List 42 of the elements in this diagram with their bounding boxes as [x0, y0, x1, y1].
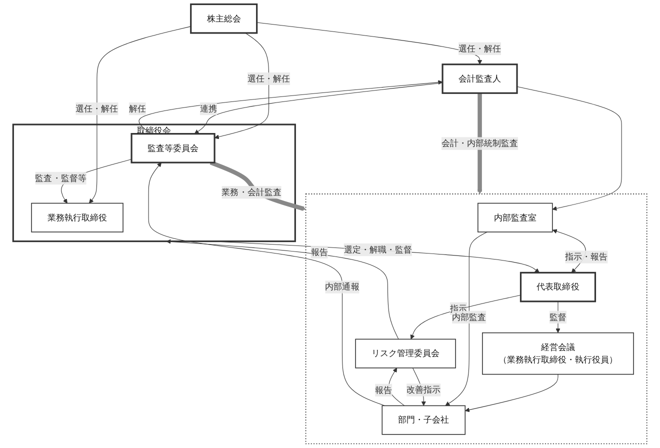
arrow [410, 294, 521, 340]
edge-label: 選任・解任 [248, 73, 290, 84]
edge-label: 指示 [450, 303, 468, 314]
edge-label: 監督 [549, 312, 567, 322]
node-box: 業務執行取締役 [31, 202, 124, 232]
edge-label: 選任・解任 [458, 43, 502, 54]
edge-label: 選定・解職・監督 [344, 244, 412, 255]
arrow [516, 86, 622, 211]
node-box: 株主総会 [190, 3, 258, 34]
arrow [214, 32, 270, 140]
arrow [256, 22, 482, 65]
arrow [477, 93, 482, 194]
arrow [194, 82, 443, 134]
node-box: 経営会議 （業務執行取締役・執行役員） [482, 332, 634, 375]
arrow [138, 80, 443, 134]
arrow [148, 162, 385, 406]
edge-label: 解任 [128, 103, 146, 114]
node-box: 代表取締役 [520, 272, 596, 302]
cluster [305, 194, 648, 444]
edge-label: 内部通報 [325, 282, 360, 292]
node-box: 内部監査室 [478, 202, 553, 232]
node-box: 監査等委員会 [130, 133, 216, 164]
node-box: 部門・子会社 [382, 405, 466, 435]
edge-label: 報告 [375, 384, 392, 395]
arrow [556, 301, 560, 334]
node-box: リスク管理委員会 [355, 338, 456, 368]
arrow [210, 160, 306, 211]
arrow [388, 368, 405, 406]
edge-label: 監査・監督等 [35, 172, 86, 184]
node-box: 会計監査人 [442, 64, 518, 94]
arrow [166, 239, 399, 340]
arrow [464, 374, 558, 412]
arrow [445, 232, 488, 406]
edge-label: 指示・報告 [565, 252, 608, 262]
edge-label: 連携 [200, 103, 217, 114]
arrow [89, 26, 192, 204]
edge-label: 選任・解任 [76, 103, 118, 114]
edge-label: 会計・内部統制監査 [441, 138, 518, 148]
edge-label: 報告 [310, 246, 328, 257]
edge-label: 改善指示 [406, 384, 441, 395]
edge-label: 内部監査 [452, 312, 486, 322]
edge-label: 業務・会計監査 [222, 187, 282, 198]
